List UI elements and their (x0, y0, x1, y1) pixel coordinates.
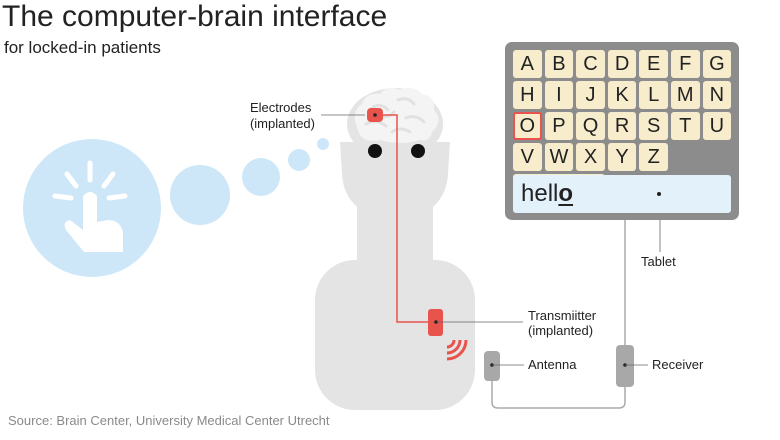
left-eye (368, 144, 382, 158)
key-t[interactable]: T (670, 112, 700, 140)
typed-text-display: hello (513, 175, 731, 213)
key-l[interactable]: L (639, 81, 668, 109)
thought-bubble-large (242, 158, 280, 196)
key-e[interactable]: E (639, 50, 668, 78)
key-w[interactable]: W (544, 143, 574, 171)
wireless-signal-icon (446, 339, 468, 361)
tablet-marker (657, 192, 661, 196)
transmitter-marker (434, 320, 438, 324)
key-s[interactable]: S (639, 112, 668, 140)
tablet-label: Tablet (641, 254, 676, 269)
key-r[interactable]: R (607, 112, 637, 140)
antenna-receiver-cable (491, 380, 626, 409)
key-a[interactable]: A (513, 50, 542, 78)
key-m[interactable]: M (670, 81, 700, 109)
key-j[interactable]: J (576, 81, 605, 109)
receiver-label: Receiver (652, 357, 704, 372)
key-b[interactable]: B (544, 50, 574, 78)
key-x[interactable]: X (576, 143, 605, 171)
typed-text-cursor-letter: o (558, 180, 574, 207)
page-title: The computer-brain interface (2, 0, 388, 33)
key-p[interactable]: P (544, 112, 574, 140)
key-z[interactable]: Z (639, 143, 668, 171)
transmitter-label: Transmiitter (implanted) (528, 308, 600, 338)
key-q[interactable]: Q (576, 112, 605, 140)
key-u[interactable]: U (702, 112, 732, 140)
key-d[interactable]: D (607, 50, 637, 78)
key-c[interactable]: C (576, 50, 605, 78)
thought-bubble-small (317, 138, 329, 150)
right-eye (411, 144, 425, 158)
tablet-device: ABCDEFGHIJKLMNOPQRSTUVWXYZspace hello (505, 42, 739, 220)
implant-wire (375, 114, 432, 323)
key-n[interactable]: N (702, 81, 732, 109)
key-f[interactable]: F (670, 50, 700, 78)
electrode-marker (373, 113, 377, 117)
key-y[interactable]: Y (607, 143, 637, 171)
thought-bubble-medium (288, 149, 310, 171)
antenna-label: Antenna (528, 357, 577, 372)
key-i[interactable]: I (544, 81, 574, 109)
key-g[interactable]: G (702, 50, 732, 78)
electrodes-label: Electrodes (implanted) (250, 100, 315, 131)
key-h[interactable]: H (513, 81, 542, 109)
tapping-hand-icon (52, 160, 128, 252)
key-k[interactable]: K (607, 81, 637, 109)
key-o[interactable]: O (513, 112, 542, 140)
key-v[interactable]: V (513, 143, 542, 171)
typed-text: hell (521, 180, 559, 207)
on-screen-keyboard: ABCDEFGHIJKLMNOPQRSTUVWXYZspace (513, 50, 733, 202)
thought-bubble-xlarge (170, 165, 230, 225)
page-subtitle: for locked-in patients (4, 38, 161, 57)
source-note: Source: Brain Center, University Medical… (8, 413, 330, 428)
